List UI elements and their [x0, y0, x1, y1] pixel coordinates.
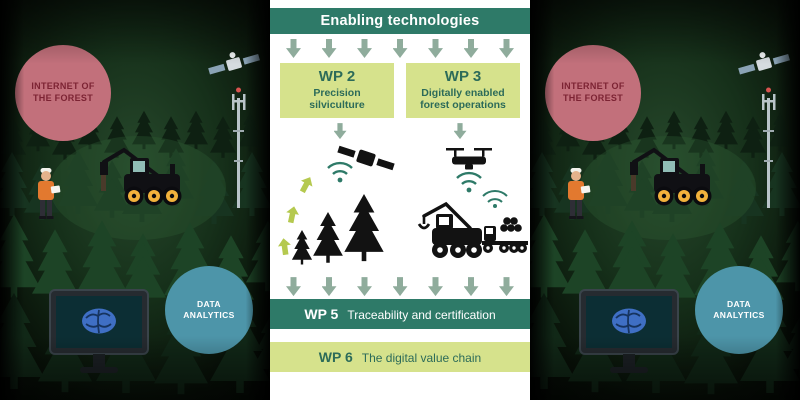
- down-arrow-icon: [499, 39, 514, 58]
- wp2-id: WP 2: [318, 68, 356, 85]
- log-truck-icon: [482, 217, 528, 254]
- enabling-technologies-panel: Enabling technologies WP 2 Precision sil…: [270, 0, 530, 400]
- wp2-label: Precision silviculture: [309, 87, 365, 112]
- internet-of-the-forest-badge: INTERNET OF THE FOREST: [15, 45, 111, 141]
- down-arrow-icon: [286, 277, 301, 297]
- down-arrow-icon: [499, 277, 514, 297]
- down-arrow-icon: [428, 277, 443, 297]
- drone-signal-icon: [456, 171, 482, 186]
- down-arrow-icon: [321, 39, 337, 58]
- data-analytics-label: DATA ANALYTICS: [713, 298, 765, 320]
- wp6-label: The digital value chain: [361, 351, 482, 366]
- signal-dot-icon: [493, 204, 497, 209]
- down-arrow-icon: [357, 277, 372, 297]
- data-analytics-badge: DATA ANALYTICS: [165, 266, 253, 354]
- data-analytics-label: DATA ANALYTICS: [183, 298, 235, 320]
- bottom-arrow-row: [270, 272, 530, 299]
- technology-icons: [276, 145, 528, 265]
- internet-of-the-forest-label: INTERNET OF THE FOREST: [31, 81, 95, 103]
- wp3-id: WP 3: [444, 68, 482, 85]
- signal-dot-icon: [337, 177, 343, 183]
- internet-of-the-forest-badge: INTERNET OF THE FOREST: [545, 45, 641, 141]
- top-arrow-row: [270, 34, 530, 61]
- down-arrow-icon: [463, 39, 479, 58]
- machine-signal-icon: [482, 190, 508, 203]
- wp2-box: WP 2 Precision silviculture: [280, 63, 394, 119]
- down-arrow-icon: [392, 39, 408, 58]
- forest-scene-right: INTERNET OF THE FOREST DATA ANALYTICS: [530, 0, 800, 400]
- wp3-box: WP 3 Digitally enabled forest operations: [406, 63, 520, 119]
- forest-scene-left: INTERNET OF THE FOREST DATA ANALYTICS: [0, 0, 270, 400]
- signal-dot-icon: [466, 187, 472, 193]
- internet-of-the-forest-label: INTERNET OF THE FOREST: [561, 81, 625, 103]
- down-arrow-icon: [463, 277, 479, 297]
- down-arrow-icon: [428, 39, 443, 58]
- wp6-id: WP 6: [318, 349, 353, 366]
- down-arrow-icon: [453, 123, 467, 140]
- wp-box-row: WP 2 Precision silviculture WP 3 Digital…: [270, 61, 530, 120]
- gnss-satellite-icon: [337, 145, 395, 171]
- pine-trees-icon: [291, 194, 384, 265]
- down-arrow-icon: [286, 39, 301, 58]
- drone-icon: [446, 148, 492, 170]
- wp5-label: Traceability and certification: [347, 308, 496, 323]
- header-banner: Enabling technologies: [270, 8, 530, 34]
- wp6-bar: WP 6 The digital value chain: [270, 342, 530, 373]
- wp3-label: Digitally enabled forest operations: [420, 87, 506, 112]
- wp5-bar: WP 5 Traceability and certification: [270, 299, 530, 330]
- down-arrow-icon: [321, 277, 337, 297]
- down-arrow-icon: [357, 39, 372, 58]
- satellite-signal-icon: [327, 161, 353, 176]
- down-arrow-icon: [392, 277, 408, 297]
- growth-cycle-arrows-icon: [276, 174, 316, 256]
- down-arrow-icon: [333, 123, 347, 140]
- wp5-id: WP 5: [304, 306, 339, 323]
- header-title: Enabling technologies: [320, 13, 480, 29]
- box-arrow-row: [270, 120, 530, 140]
- data-analytics-badge: DATA ANALYTICS: [695, 266, 783, 354]
- harvester-icon: [417, 201, 482, 259]
